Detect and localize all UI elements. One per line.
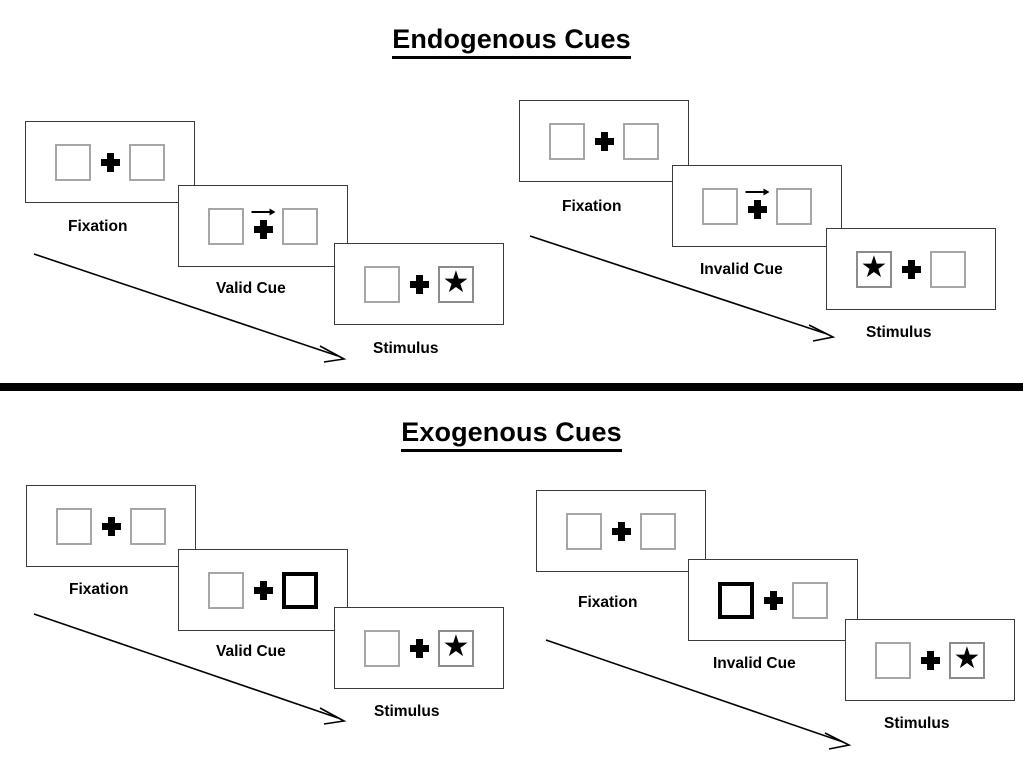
fixation-cross-wrap [911, 640, 949, 680]
stage-label-exogenous-valid-fixation: Fixation [69, 581, 129, 598]
panel-inner: ★ [364, 264, 474, 304]
arrow-right-cue-icon [251, 204, 277, 216]
placeholder-box-right [130, 507, 166, 545]
fixation-cross-wrap [92, 506, 130, 546]
placeholder-box-left [702, 187, 738, 225]
stage-label-endogenous-valid-fixation: Fixation [68, 218, 128, 235]
placeholder-box-left [55, 143, 91, 181]
panel-inner [208, 570, 318, 610]
fixation-cross-icon [920, 650, 940, 670]
fixation-cross-wrap [602, 511, 640, 551]
placeholder-box-left [56, 507, 92, 545]
fixation-cross-wrap [91, 142, 129, 182]
panel-inner [566, 511, 676, 551]
panel-exogenous-invalid-cue [688, 559, 858, 641]
star-icon: ★ [442, 266, 470, 299]
panel-endogenous-invalid-stimulus: ★ [826, 228, 996, 310]
target-box-right: ★ [949, 641, 985, 679]
stage-label-endogenous-invalid-fixation: Fixation [562, 198, 622, 215]
section-title-exogenous: Exogenous Cues [0, 417, 1023, 452]
panel-exogenous-valid-fixation [26, 485, 196, 567]
panel-inner: ★ [875, 640, 985, 680]
fixation-cross-wrap [400, 264, 438, 304]
fixation-cross-icon [100, 152, 120, 172]
panel-inner [208, 206, 318, 246]
placeholder-box-left [875, 641, 911, 679]
stage-label-exogenous-valid-cue: Valid Cue [216, 643, 286, 660]
star-icon: ★ [442, 630, 470, 663]
panel-endogenous-invalid-fixation [519, 100, 689, 182]
fixation-cross-icon [253, 580, 273, 600]
panel-inner [702, 186, 812, 226]
fixation-cross-wrap [738, 186, 776, 226]
placeholder-box-right [776, 187, 812, 225]
panel-exogenous-valid-stimulus: ★ [334, 607, 504, 689]
panel-endogenous-invalid-cue [672, 165, 842, 247]
arrow-right-cue-icon [745, 184, 771, 196]
cued-box-right [282, 571, 318, 609]
panel-inner [718, 580, 828, 620]
stage-label-exogenous-valid-stimulus: Stimulus [374, 703, 440, 720]
placeholder-box-left [364, 629, 400, 667]
stage-label-exogenous-invalid-stimulus: Stimulus [884, 715, 950, 732]
time-flow-arrow-endogenous-invalid [524, 230, 844, 348]
placeholder-box-right [623, 122, 659, 160]
target-box-left: ★ [856, 250, 892, 288]
star-icon: ★ [860, 251, 888, 284]
panel-inner [549, 121, 659, 161]
stage-label-endogenous-valid-stimulus: Stimulus [373, 340, 439, 357]
panel-exogenous-invalid-stimulus: ★ [845, 619, 1015, 701]
target-box-right: ★ [438, 629, 474, 667]
section-title-endogenous: Endogenous Cues [0, 24, 1023, 59]
fixation-cross-icon [901, 259, 921, 279]
fixation-cross-icon [763, 590, 783, 610]
panel-inner: ★ [364, 628, 474, 668]
fixation-cross-icon [409, 638, 429, 658]
panel-endogenous-valid-fixation [25, 121, 195, 203]
panel-endogenous-valid-stimulus: ★ [334, 243, 504, 325]
fixation-cross-wrap [754, 580, 792, 620]
fixation-cross-wrap [400, 628, 438, 668]
section-title-exogenous-text: Exogenous Cues [401, 417, 622, 452]
fixation-cross-wrap [585, 121, 623, 161]
fixation-cross-wrap [244, 570, 282, 610]
placeholder-box-left [208, 207, 244, 245]
fixation-cross-icon [409, 274, 429, 294]
fixation-cross-icon [101, 516, 121, 536]
placeholder-box-left [208, 571, 244, 609]
time-flow-arrow-exogenous-invalid [540, 634, 860, 754]
star-icon: ★ [953, 642, 981, 675]
placeholder-box-right [930, 250, 966, 288]
panel-endogenous-valid-cue [178, 185, 348, 267]
placeholder-box-left [364, 265, 400, 303]
panel-inner [55, 142, 165, 182]
fixation-cross-icon [747, 200, 767, 219]
placeholder-box-left [549, 122, 585, 160]
target-box-right: ★ [438, 265, 474, 303]
panel-inner: ★ [856, 249, 966, 289]
stage-label-exogenous-invalid-fixation: Fixation [578, 594, 638, 611]
panel-inner [56, 506, 166, 546]
fixation-cross-icon [253, 220, 273, 239]
placeholder-box-right [129, 143, 165, 181]
section-divider [0, 383, 1023, 391]
section-title-endogenous-text: Endogenous Cues [392, 24, 631, 59]
fixation-cross-icon [611, 521, 631, 541]
panel-exogenous-valid-cue [178, 549, 348, 631]
stage-label-endogenous-invalid-stimulus: Stimulus [866, 324, 932, 341]
stage-label-endogenous-valid-cue: Valid Cue [216, 280, 286, 297]
placeholder-box-right [640, 512, 676, 550]
placeholder-box-right [282, 207, 318, 245]
stage-label-endogenous-invalid-cue: Invalid Cue [700, 261, 783, 278]
cued-box-left [718, 581, 754, 619]
fixation-cross-icon [594, 131, 614, 151]
stage-label-exogenous-invalid-cue: Invalid Cue [713, 655, 796, 672]
fixation-cross-wrap [892, 249, 930, 289]
placeholder-box-right [792, 581, 828, 619]
panel-exogenous-invalid-fixation [536, 490, 706, 572]
fixation-cross-wrap [244, 206, 282, 246]
placeholder-box-left [566, 512, 602, 550]
